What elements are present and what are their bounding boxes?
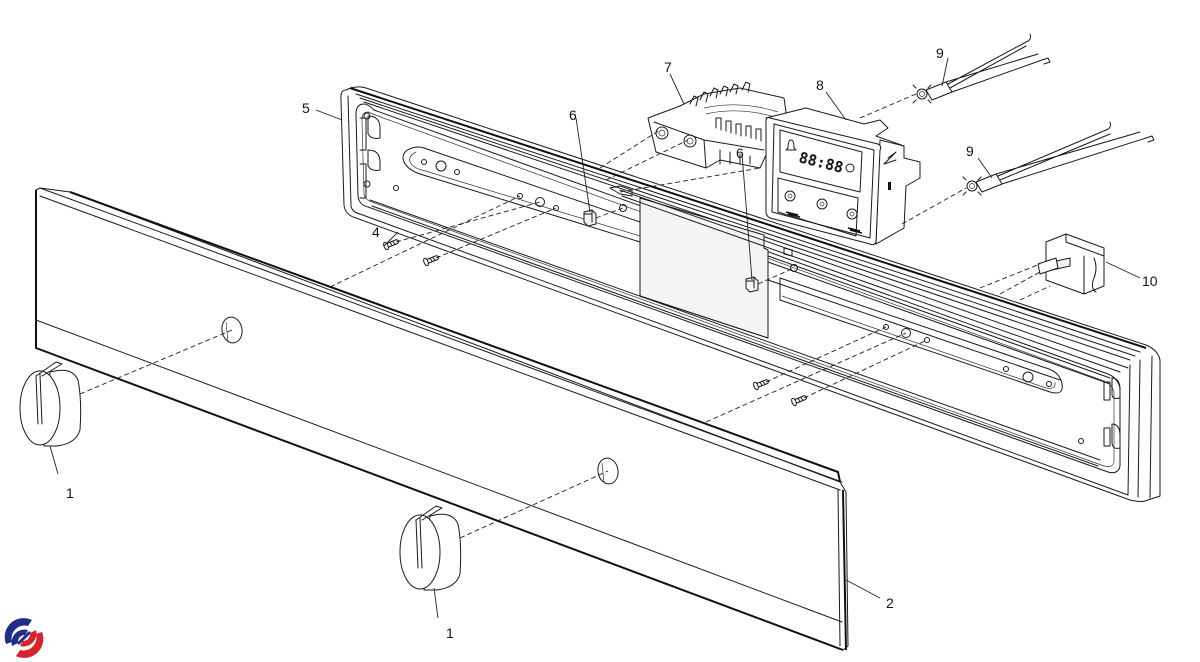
assembly-lines [79, 93, 1051, 539]
bell-icon [785, 139, 797, 151]
screw [753, 379, 770, 391]
callout-7: 7 [664, 59, 672, 75]
indicator-lamp-upper [912, 33, 1051, 104]
callout-9-lower: 9 [966, 143, 974, 159]
callout-labels: 5 1 1 2 4 6 6 7 8 9 9 10 [66, 45, 1158, 641]
selector-switch [647, 81, 787, 169]
brand-logo [4, 618, 44, 658]
thermostat [1037, 233, 1105, 295]
callout-leaders [49, 57, 1141, 619]
control-knob-left [19, 361, 82, 447]
callout-6-left: 6 [569, 107, 577, 123]
clock-icon [845, 163, 855, 173]
callout-10: 10 [1142, 273, 1158, 289]
clip-left [583, 209, 597, 227]
callout-5: 5 [302, 100, 310, 116]
control-panel-housing [340, 86, 1161, 502]
electronic-timer: 88:88 [765, 107, 921, 246]
callout-6-right: 6 [736, 145, 744, 161]
callout-8: 8 [816, 77, 824, 93]
screw [791, 395, 808, 407]
indicator-lamp-lower [962, 121, 1155, 196]
callout-9-upper: 9 [936, 45, 944, 61]
control-knob-right [399, 505, 462, 591]
clip-right [745, 276, 759, 293]
front-fascia-panel [35, 187, 849, 651]
screw [423, 255, 440, 267]
callout-2: 2 [886, 595, 894, 611]
callout-1-left: 1 [66, 485, 74, 501]
callout-1-right: 1 [446, 625, 454, 641]
callout-4: 4 [372, 224, 380, 240]
